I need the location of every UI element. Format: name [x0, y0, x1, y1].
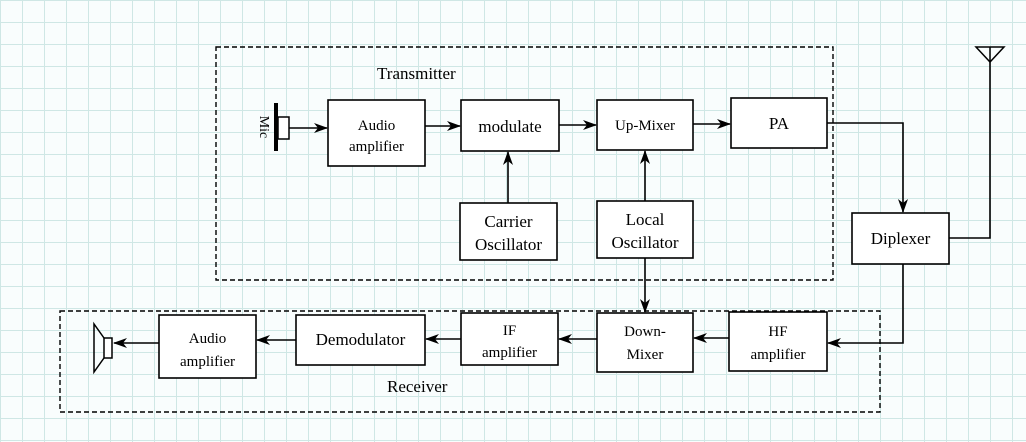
carrier-oscillator-line1: Carrier	[484, 212, 532, 231]
rx-audio-amplifier-line1: Audio	[189, 331, 227, 347]
down-mixer-line2: Mixer	[627, 347, 664, 363]
diplexer-to-antenna-line	[949, 62, 991, 239]
demodulator-label: Demodulator	[316, 330, 406, 349]
local-oscillator-line1: Local	[626, 210, 665, 229]
hf-amplifier-block: HF amplifier	[728, 311, 828, 372]
diplexer-label: Diplexer	[871, 229, 931, 248]
down-mixer-line1: Down-	[624, 324, 666, 340]
hf-amplifier-line1: HF	[768, 324, 787, 340]
local-oscillator-line2: Oscillator	[611, 233, 678, 252]
carrier-oscillator-line2: Oscillator	[475, 235, 542, 254]
down-mixer-block: Down- Mixer	[596, 312, 694, 373]
transmitter-group	[215, 46, 834, 281]
transmitter-label: Transmitter	[377, 64, 456, 83]
up-mixer-block: Up-Mixer	[596, 99, 694, 151]
antenna-icon	[974, 46, 1006, 64]
local-oscillator-block: Local Oscillator	[596, 200, 694, 259]
if-amplifier-line2: amplifier	[482, 345, 537, 361]
rx-audio-amplifier-line2: amplifier	[180, 354, 235, 370]
receiver-group	[59, 310, 881, 413]
tx-audio-amplifier-line2: amplifier	[349, 139, 404, 155]
hf-amplifier-line2: amplifier	[751, 347, 806, 363]
pa-label: PA	[769, 114, 790, 133]
receiver-label: Receiver	[387, 377, 448, 396]
modulate-label: modulate	[478, 117, 541, 136]
demodulator-block: Demodulator	[295, 314, 426, 366]
tx-audio-amplifier-block: Audio amplifier	[327, 99, 426, 167]
diplexer-block: Diplexer	[851, 212, 950, 265]
up-mixer-label: Up-Mixer	[615, 118, 675, 134]
rx-audio-amplifier-block: Audio amplifier	[158, 314, 257, 379]
microphone-icon	[274, 103, 290, 151]
mic-label: Mic	[256, 116, 271, 139]
tx-audio-amplifier-line1: Audio	[358, 118, 396, 134]
carrier-oscillator-block: Carrier Oscillator	[459, 202, 558, 261]
diplexer-to-hfamp-arrow	[827, 264, 904, 348]
pa-block: PA	[730, 97, 828, 149]
modulate-block: modulate	[460, 99, 560, 152]
if-amplifier-block: IF amplifier	[460, 312, 559, 366]
speaker-icon	[93, 321, 113, 375]
pa-to-diplexer-arrow	[827, 122, 908, 213]
if-amplifier-line1: IF	[503, 323, 516, 339]
